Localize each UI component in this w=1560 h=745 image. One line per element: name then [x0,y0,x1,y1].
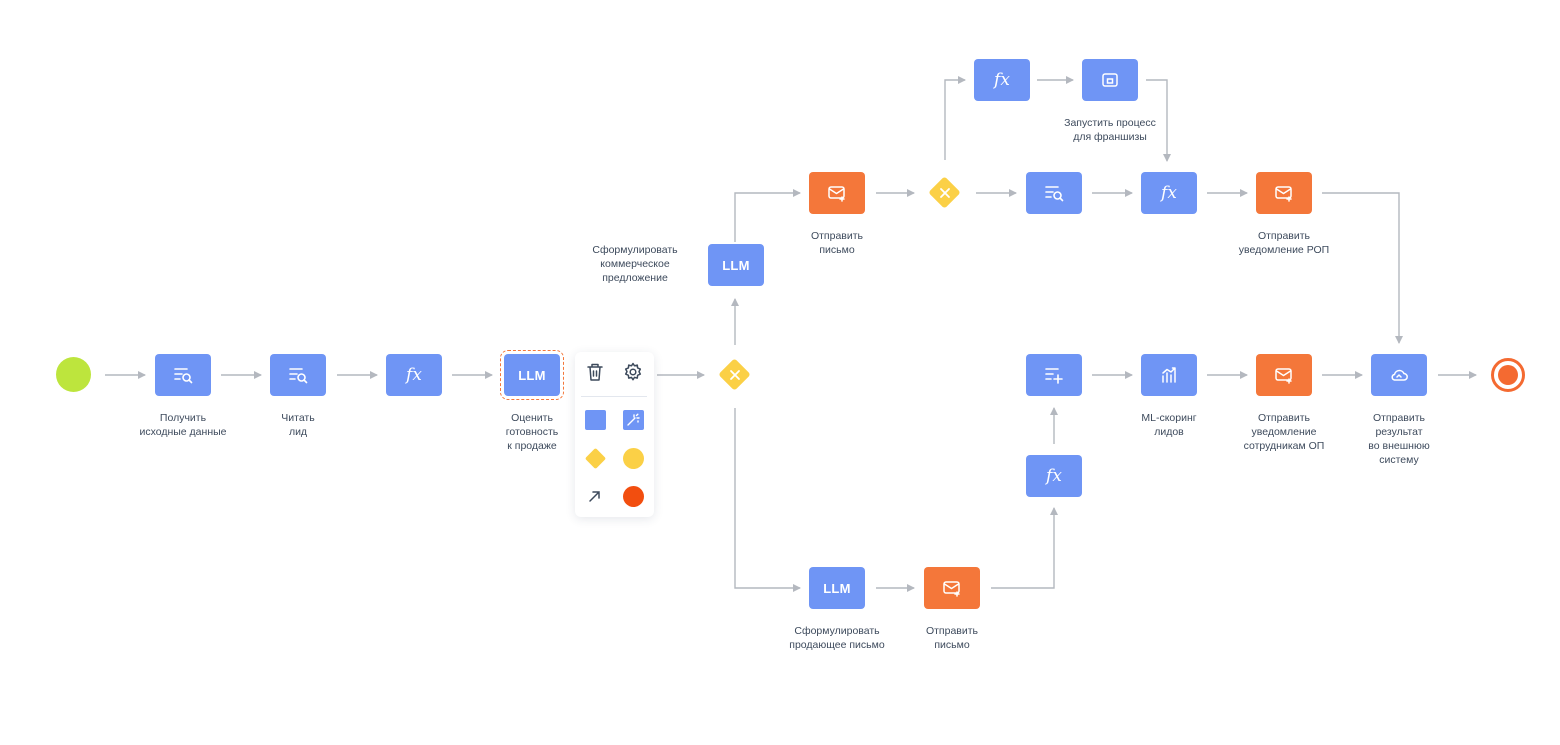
end-event[interactable] [1491,358,1525,392]
close-icon [730,370,740,380]
task-formulate-offer[interactable]: LLM [708,244,764,286]
subprocess-icon [1102,73,1118,87]
search-list-icon [174,368,193,384]
mail-icon [1275,368,1292,384]
task-label: Отправить письмо [925,625,979,651]
task-notify-rop[interactable] [1256,172,1312,214]
llm-label: LLM [823,580,851,596]
function-icon: fx [1046,466,1062,486]
task-label: Отправить результат во внешнюю систему [1368,412,1430,466]
task-label: ML-скоринг лидов [1141,412,1197,438]
context-palette [575,352,654,517]
mail-icon [828,186,845,202]
end-event-shape[interactable] [621,484,645,508]
task-label: Отправить уведомление РОП [1238,230,1330,256]
task-launch-franchise-process[interactable] [1082,59,1138,101]
task-function[interactable]: fx [386,354,442,396]
function-icon: fx [406,365,422,385]
connector [944,76,966,160]
task-get-source-data[interactable] [155,354,211,396]
task-ml-scoring[interactable] [1141,354,1197,396]
task-send-letter[interactable] [809,172,865,214]
search-list-icon [1045,186,1064,202]
task-evaluate-readiness[interactable]: LLM [500,350,564,400]
task-label: Отправить уведомление сотрудникам ОП [1243,412,1325,452]
llm-label: LLM [518,367,546,383]
task-add-record[interactable] [1026,354,1082,396]
task-send-letter[interactable] [924,567,980,609]
connector [1322,192,1403,344]
magic-wand-icon[interactable] [621,408,645,432]
trash-icon[interactable] [583,360,607,384]
task-send-external[interactable] [1371,354,1427,396]
start-event[interactable] [56,357,91,392]
task-shape[interactable] [583,408,607,432]
task-label: Отправить письмо [810,230,864,256]
palette-divider [581,396,647,397]
task-function[interactable]: fx [974,59,1030,101]
exclusive-gateway[interactable] [928,176,961,209]
chart-icon [1162,367,1176,383]
task-function[interactable]: fx [1141,172,1197,214]
gateway-shape[interactable] [583,446,607,470]
arrow-connector-icon[interactable] [583,484,607,508]
event-shape[interactable] [621,446,645,470]
task-read-lead[interactable] [270,354,326,396]
function-icon: fx [1161,183,1177,203]
llm-label: LLM [722,257,750,273]
connector [734,408,801,592]
task-formulate-selling-letter[interactable]: LLM [809,567,865,609]
task-label: Сформулировать продающее письмо [789,625,885,651]
mail-icon [943,581,960,597]
connector [734,189,801,242]
close-icon [940,188,950,198]
settings-icon[interactable] [621,360,645,384]
add-list-icon [1045,368,1063,384]
task-function[interactable]: fx [1026,455,1082,497]
task-label: Читать лид [281,412,315,438]
search-list-icon [289,368,308,384]
mail-icon [1275,186,1292,202]
task-search[interactable] [1026,172,1082,214]
task-label: Получить исходные данные [139,412,227,438]
cloud-icon [1391,369,1408,381]
task-notify-staff[interactable] [1256,354,1312,396]
task-label: Запустить процесс для франшизы [1064,117,1156,143]
function-icon: fx [994,70,1010,90]
task-label: Оценить готовность к продаже [505,412,559,452]
connector [991,507,1058,589]
exclusive-gateway[interactable] [718,358,751,391]
task-label: Сформулировать коммерческое предложение [592,244,678,284]
connector [1146,79,1171,162]
